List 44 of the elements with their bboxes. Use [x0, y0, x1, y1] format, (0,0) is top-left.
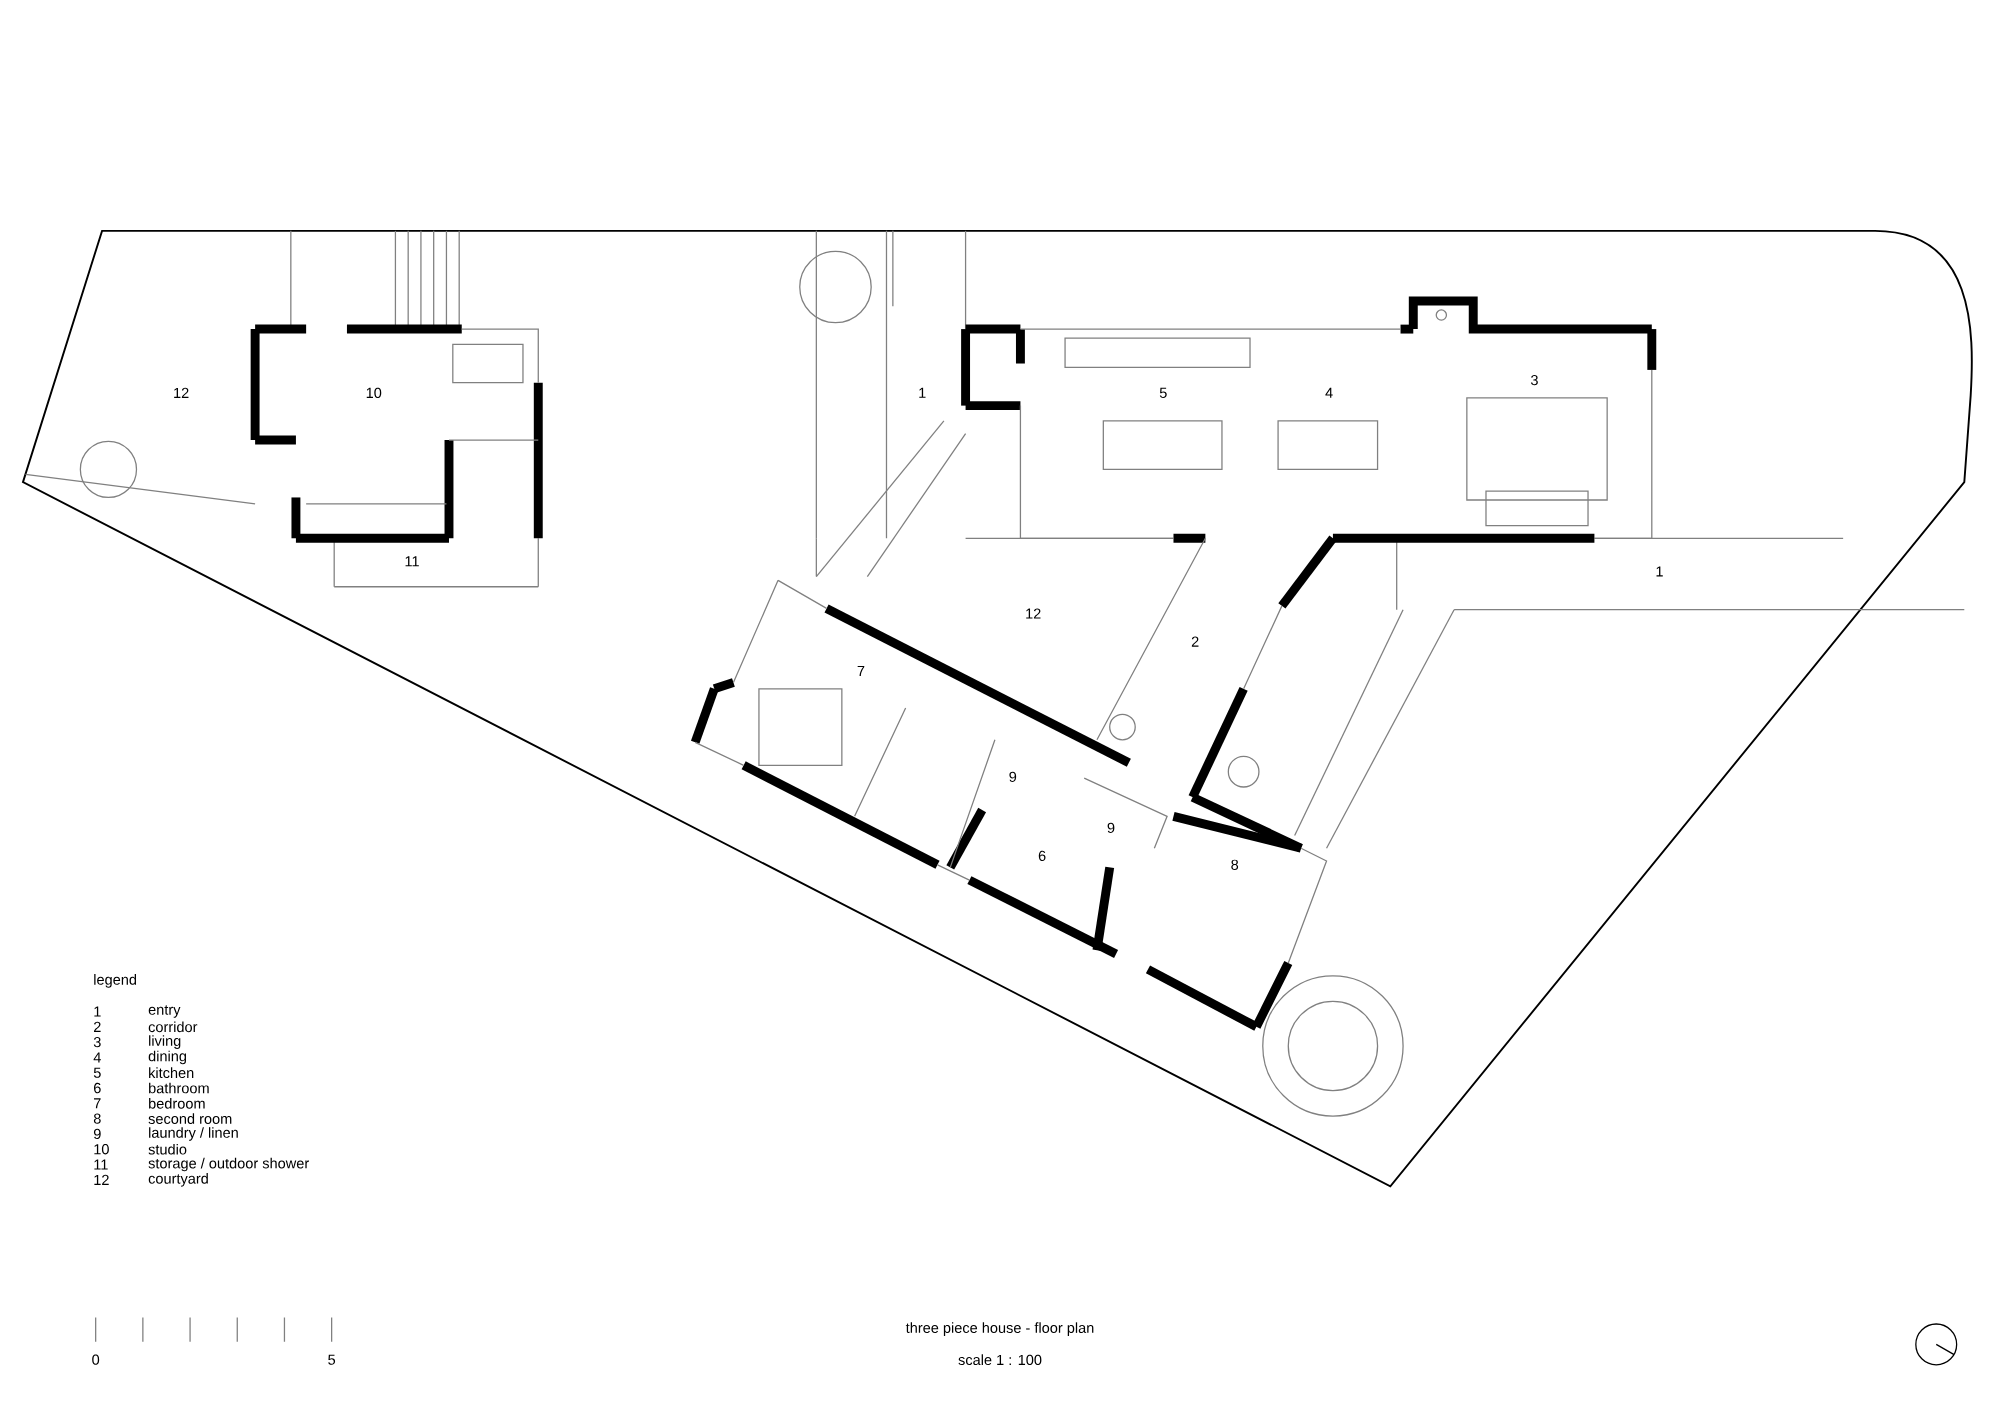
legend-text: bathroom [149, 1082, 209, 1094]
legend-heading: legend [94, 974, 137, 988]
room-number: 3 [1530, 375, 1538, 386]
legend-number: 4 [93, 1052, 101, 1063]
room-number: 10 [366, 387, 382, 399]
room-number: 5 [1159, 388, 1167, 399]
legend-text: living [149, 1035, 181, 1050]
legend-number: 11 [94, 1159, 108, 1170]
legend-text: second room [148, 1113, 232, 1125]
room-number: 11 [405, 556, 419, 567]
room-number: 1 [919, 388, 926, 399]
legend-number: 7 [94, 1098, 101, 1109]
legend-text: courtyard [148, 1173, 208, 1187]
scale-text: scale 1 : 100 [958, 1354, 1042, 1366]
room-number: 9 [1107, 822, 1115, 834]
legend-number: 6 [94, 1083, 101, 1094]
legend-number: 1 [94, 1006, 101, 1017]
legend-text: storage / outdoor shower [148, 1158, 309, 1172]
legend-text: bedroom [149, 1098, 205, 1109]
room-number: 6 [1038, 850, 1046, 862]
legend-text: entry [148, 1005, 181, 1018]
room-number: 8 [1231, 859, 1239, 871]
room-number: 1 [1656, 566, 1663, 577]
legend-text: kitchen [149, 1067, 194, 1079]
legend-text: laundry / linen [149, 1127, 238, 1141]
legend-number: 9 [93, 1129, 101, 1140]
caption: three piece house - floor plan [905, 1322, 1094, 1337]
legend-text: studio [148, 1144, 187, 1155]
room-number: 2 [1191, 636, 1199, 647]
scale-number: 0 [92, 1354, 100, 1366]
legend-number: 12 [94, 1175, 109, 1186]
legend-text: corridor [148, 1021, 198, 1033]
legend-number: 8 [93, 1113, 101, 1124]
legend-number: 10 [94, 1144, 109, 1155]
room-number: 4 [1325, 388, 1333, 399]
legend-text: dining [148, 1050, 187, 1065]
room-number: 9 [1009, 771, 1017, 783]
room-number: 7 [857, 666, 865, 677]
legend-number: 5 [93, 1067, 101, 1079]
legend-number: 3 [93, 1037, 101, 1048]
legend-number: 2 [94, 1021, 101, 1033]
scale-number: 5 [328, 1354, 336, 1365]
room-number: 12 [1026, 608, 1041, 619]
room-number: 12 [174, 388, 189, 399]
